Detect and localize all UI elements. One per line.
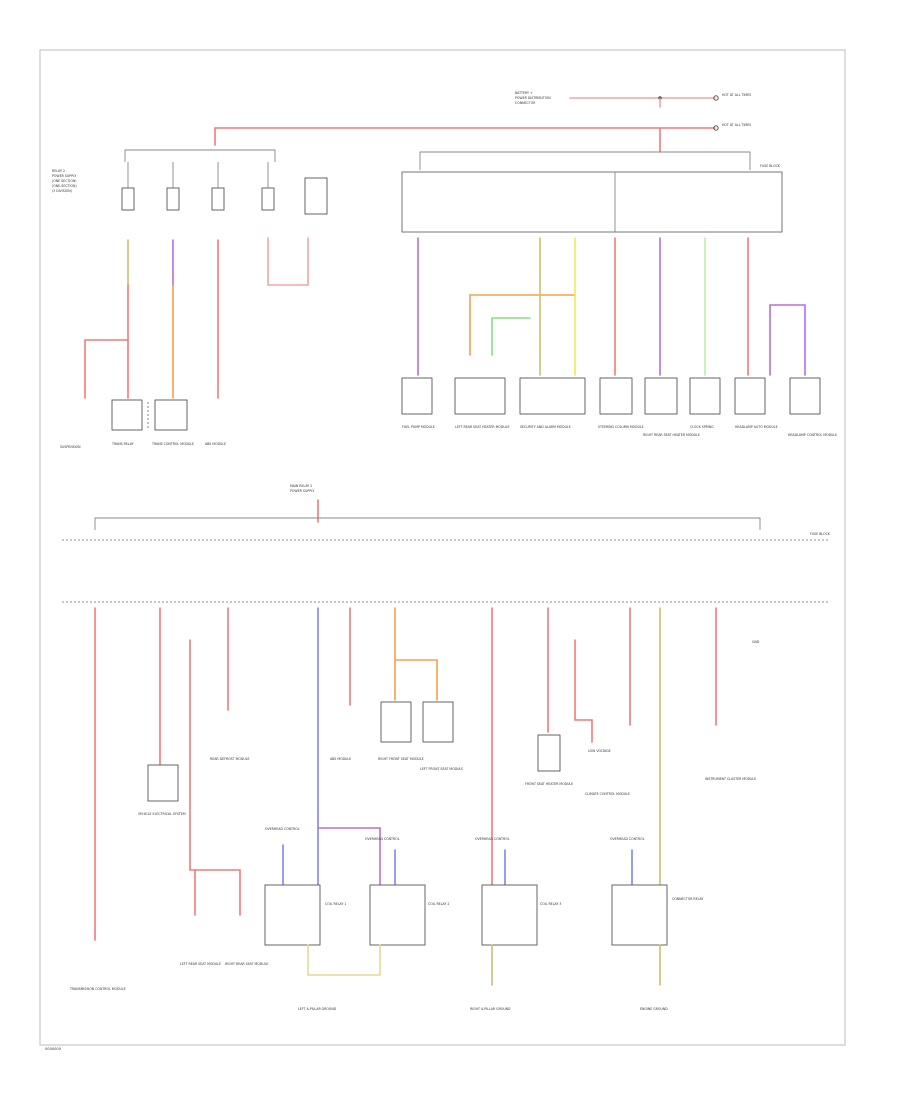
load-label-suspension: SUSPENSION [60,445,81,449]
load-label-fuel-pump: FUEL PUMP MODULE [402,425,435,429]
source-terminal-1 [713,95,719,101]
load-label-headlamp-ctrl: HEADLAMP CONTROL MODULE [788,433,837,437]
bl-label-trans: TRANSMISSION CONTROL MODULE [69,987,126,991]
load-low-voltage [537,734,561,772]
load-label-trans-module: TRANS CONTROL MODULE [151,442,194,446]
source-label-1b: POWER DISTRIBUTION [515,96,551,100]
load-label-abs: ABS MODULE [205,442,226,446]
relay-ctrl-label-3: OVERHEAD CONTROL [475,837,510,841]
wire-violet-4 [769,304,806,376]
top-right-fuse-block: FUSE BLOCK FUEL PUMP MODULE LEFT REAR SE… [401,151,837,437]
load-label-rear-defrost: REAR DEFROST MODULE [210,757,249,761]
relay-ctrl-label-4: OVERHEAD CONTROL [610,837,645,841]
bl-label-left-rear: LEFT REAR SEAT MODULE [180,962,221,966]
wire-red-12 [574,639,593,743]
source-label-3: HOT AT ALL TIMES [722,123,751,127]
load-headlamp-ctrl [789,377,821,415]
footer-code: 0000000 [45,1047,62,1051]
load-vehicle-electrical [147,764,179,802]
load-right-rear-seat [644,377,678,415]
relay-name-4: CONNECTOR RELAY [672,897,703,901]
bl-label-right-rear: RIGHT REAR SEAT MODULE [225,962,268,966]
wire-red-branch [84,339,129,399]
load-trans-relay [111,399,143,431]
relay-box-1 [264,884,321,946]
load-fuel-pump [401,377,433,415]
relay-box-3 [481,884,538,946]
load-label-clock-spring: CLOCK SPRING [690,425,714,429]
load-label-right-rear-seat: RIGHT REAR SEAT HEATER MODULE [643,433,700,437]
middle-fuse-block: MAIN RELAY 2 POWER SUPPLY FUSE BLOCK VEH… [62,484,831,941]
load-steering-column [599,377,633,415]
ground-label-2: RIGHT A-PILLAR GROUND [470,1007,511,1011]
wire-violet-5 [317,827,381,886]
load-label-low-voltage: LOW VOLTAGE [588,749,611,753]
load-trans-module [154,399,188,431]
wire-orange-3 [394,607,438,701]
load-label-left-front-seat: LEFT FRONT SEAT MODULE [420,767,463,771]
load-label-security: SECURITY AND ALARM MODULE [520,425,571,429]
fuse-3 [211,187,225,211]
supply-label-a: RELAY 2 [52,169,65,173]
load-label-climate: CLIMATE CONTROL MODULE [585,792,630,796]
mid-fuse-block-label: FUSE BLOCK [810,532,831,536]
load-clock-spring [689,377,721,415]
fuse-4 [261,187,275,211]
relay-name-2: COIL RELAY 2 [428,902,449,906]
bottom-left-labels: TRANSMISSION CONTROL MODULE LEFT REAR SE… [69,640,760,991]
top-left-fuses: RELAY 2 POWER SUPPLY (ONE SECTION) (ONE-… [52,149,328,449]
load-right-front-seat [380,701,412,743]
top-left-busbar [124,149,276,162]
load-label-right-front-seat: RIGHT FRONT SEAT MODULE [378,757,424,761]
ground-label-3: ENGINE GROUND [640,1007,668,1011]
top-right-busbar [419,151,751,170]
load-label-headlamp-auto: HEADLAMP AUTO MODULE [735,425,778,429]
fuse-1 [121,187,135,211]
supply-label-b: POWER SUPPLY [52,174,76,178]
source-terminal-2 [713,125,719,131]
wire-red-7 [189,639,241,916]
relay-name-3: COIL RELAY 3 [540,902,561,906]
relay-ctrl-label-1: OVERHEAD CONTROL [265,827,300,831]
load-left-rear-seat [454,377,506,415]
top-fuse-block-label: FUSE BLOCK [760,164,781,168]
bottom-relays: OVERHEAD CONTROL OVERHEAD CONTROL OVERHE… [264,827,703,1011]
load-label-front-seat-heater: FRONT SEAT HEATER MODULE [525,782,573,786]
source-label-2: HOT AT ALL TIMES [722,93,751,97]
relay-box-2 [369,884,426,946]
load-headlamp-auto [734,377,766,415]
load-label-trans-relay: TRANS RELAY [111,442,134,446]
wire-tan-ground-1 [307,944,381,976]
wire-green-1 [491,317,531,356]
mid-relay-label-a: MAIN RELAY 2 [290,484,312,488]
relay-top-left [304,177,328,215]
supply-label-e: (3 DIVISION) [52,189,72,193]
load-label-left-rear-seat: LEFT REAR SEAT HEATER MODULE [455,425,509,429]
mid-busbar [94,517,761,530]
relay-box-4 [611,884,668,946]
diagram-frame [39,49,846,1046]
load-left-front-seat [422,701,454,743]
load-label-steering: STEERING COLUMN MODULE [598,425,644,429]
load-label-vehicle-electrical: VEHICLE ELECTRICAL SYSTEM [138,812,186,816]
supply-label-d: (ONE-SECTION) [52,184,77,188]
relay-ctrl-label-2: OVERHEAD CONTROL [365,837,400,841]
load-label-abs-bottom: ABS MODULE [330,757,351,761]
source-label-1: BATTERY + [515,91,533,95]
top-fuse-block [401,171,783,233]
gnd-ref-label: GND [752,640,760,644]
relay-name-1: COIL RELAY 1 [325,902,346,906]
wire-orange-2 [469,294,576,356]
mid-relay-label-b: POWER SUPPLY [290,489,314,493]
load-security [519,377,586,415]
source-label-1c: CONNECTOR [515,101,536,105]
load-label-instrument: INSTRUMENT CLUSTER MODULE [705,777,756,781]
wire-pink-loop [267,237,309,286]
ground-label-1: LEFT A-PILLAR GROUND [298,1007,337,1011]
top-right-sources: BATTERY + POWER DISTRIBUTION CONNECTOR H… [214,91,751,153]
supply-label-c: (ONE SECTION) [52,179,76,183]
fuse-2 [166,187,180,211]
